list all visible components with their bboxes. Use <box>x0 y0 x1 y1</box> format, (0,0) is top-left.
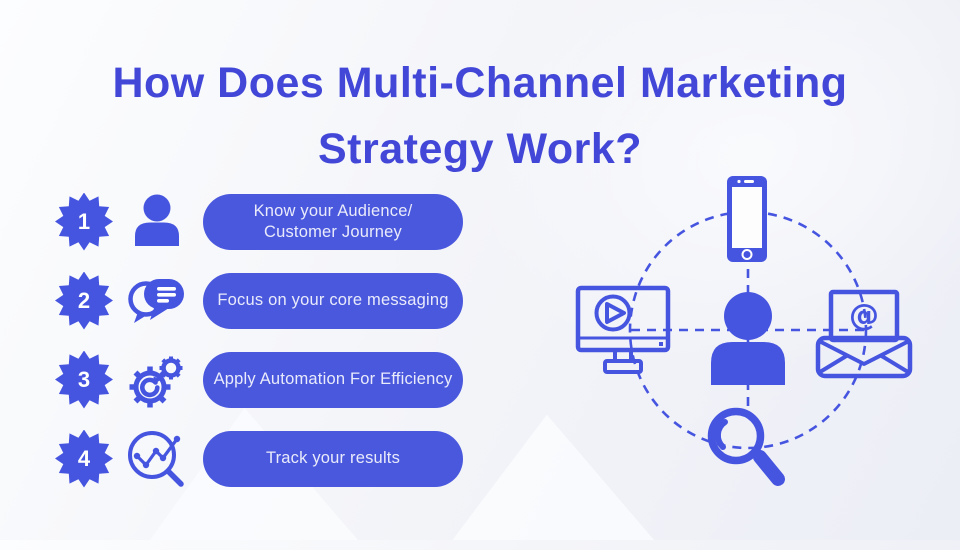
step-1-label-line2: Customer Journey <box>263 222 402 241</box>
step-4-number: 4 <box>77 445 91 471</box>
step-3-badge: 3 <box>55 350 113 409</box>
email-envelope-icon: @ <box>815 289 913 379</box>
step-2-number: 2 <box>77 287 91 313</box>
step-3-label-pill[interactable]: Apply Automation For Efficiency <box>203 351 463 408</box>
step-1-badge: 1 <box>55 192 113 251</box>
chat-bubbles-icon <box>126 270 188 332</box>
video-player-monitor-icon <box>575 285 671 374</box>
step-row-1: 1 Know your Audience/ Customer Journey <box>55 182 475 261</box>
person-icon <box>126 191 188 253</box>
title-line-1: How Does Multi-Channel Marketing <box>112 59 848 107</box>
step-4-label-line1: Track your results <box>265 449 401 467</box>
step-2-badge: 2 <box>55 271 113 330</box>
steps-list: 1 Know your Audience/ Customer Journey 2 <box>55 182 475 498</box>
search-magnifier-icon <box>707 407 785 486</box>
step-row-2: 2 Focus on your core messaging <box>55 261 475 340</box>
step-1-label-pill[interactable]: Know your Audience/ Customer Journey <box>203 193 463 250</box>
automation-gears-icon <box>126 349 188 411</box>
multichannel-diagram: @ <box>563 153 949 550</box>
step-3-label-line1: Apply Automation For Efficiency <box>213 370 453 388</box>
step-row-3: 3 <box>55 340 475 419</box>
step-1-label-line1: Know your Audience/ <box>253 201 413 220</box>
dashed-circle <box>628 210 868 450</box>
step-1-number: 1 <box>77 208 91 234</box>
magnifier-analytics-icon <box>126 428 188 490</box>
smartphone-icon <box>727 176 767 262</box>
step-4-label-pill[interactable]: Track your results <box>203 430 463 487</box>
at-symbol: @ <box>849 298 879 333</box>
step-2-label-pill[interactable]: Focus on your core messaging <box>203 272 463 329</box>
step-2-label-line1: Focus on your core messaging <box>217 291 449 309</box>
page-title: How Does Multi-Channel Marketing Strateg… <box>0 50 960 182</box>
title-line-2: Strategy Work? <box>318 125 642 173</box>
audience-person-icon <box>711 292 785 385</box>
step-4-badge: 4 <box>55 429 113 488</box>
step-row-4: 4 Track your results <box>55 419 475 498</box>
step-3-number: 3 <box>77 366 91 392</box>
